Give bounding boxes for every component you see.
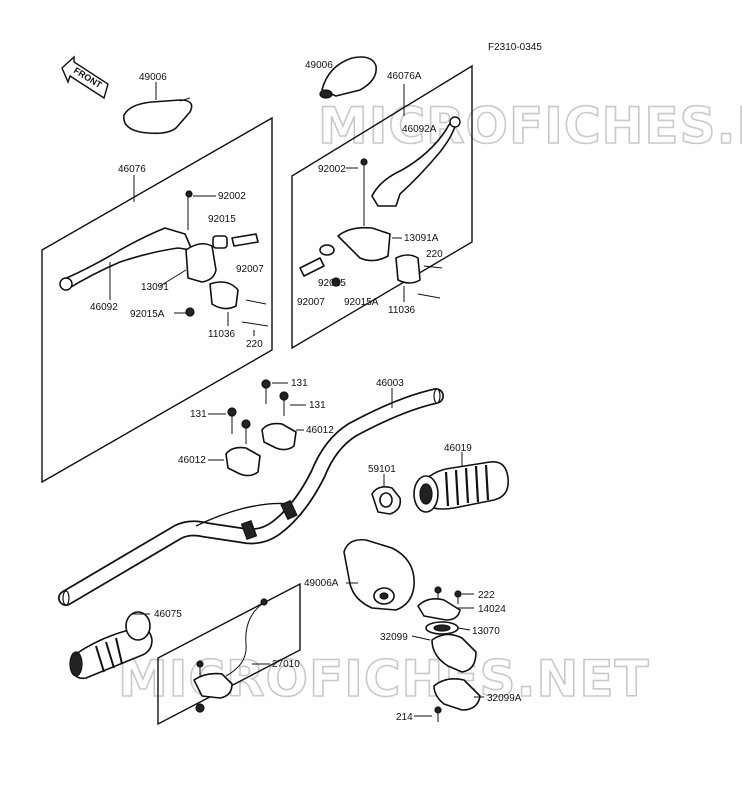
clamp-right: [299, 226, 443, 299]
label-46075: 46075: [154, 609, 182, 620]
front-arrow-icon: FRONT: [61, 55, 109, 100]
clip-59101: [371, 486, 402, 515]
watermark-top: MICROFICHES.NET: [318, 97, 742, 155]
kill-switch: [193, 598, 268, 713]
handlebar-clamp-lower: [225, 446, 261, 477]
throttle-housing: [343, 538, 415, 611]
label-214: 214: [396, 712, 413, 723]
lever-right: [371, 116, 461, 207]
label-46092: 46092: [90, 302, 118, 313]
hand-guard-left: [123, 97, 193, 135]
switch-frame: [157, 582, 301, 726]
label-131-top: 131: [291, 378, 308, 389]
label-92015-left: 92015: [208, 214, 236, 225]
bolts-131: [227, 379, 289, 444]
grip-left: [69, 611, 153, 680]
label-13070: 13070: [472, 626, 500, 637]
label-32099A: 32099A: [487, 693, 522, 704]
label-11036-right: 11036: [388, 305, 416, 316]
label-46012-right: 46012: [306, 425, 334, 436]
label-92007-right: 92007: [297, 297, 325, 308]
label-49006A: 49006A: [304, 578, 339, 589]
label-92015-right: 92015: [318, 278, 346, 289]
label-220-right: 220: [426, 249, 443, 260]
label-131-right: 131: [309, 400, 326, 411]
throttle-internals: [417, 586, 481, 722]
label-13091: 13091: [141, 282, 169, 293]
label-46003: 46003: [376, 378, 404, 389]
grip-right: [413, 461, 510, 513]
label-92015A-right: 92015A: [344, 297, 379, 308]
label-49006-right: 49006: [305, 60, 333, 71]
label-27010: 27010: [272, 659, 300, 670]
left-lever-frame: [41, 116, 273, 484]
handlebar-clamp-upper: [261, 422, 297, 451]
label-131-left: 131: [190, 409, 207, 420]
label-59101: 59101: [368, 464, 396, 475]
hand-guard-right: [319, 56, 377, 99]
label-46012-left: 46012: [178, 455, 206, 466]
label-46092A: 46092A: [402, 124, 437, 135]
clamp-left: [185, 190, 269, 327]
label-92015A-left: 92015A: [130, 309, 165, 320]
label-11036-left: 11036: [208, 329, 236, 340]
label-46076: 46076: [118, 164, 146, 175]
label-92007-left: 92007: [236, 264, 264, 275]
label-14024: 14024: [478, 604, 506, 615]
label-222: 222: [478, 590, 495, 601]
label-92002-left: 92002: [218, 191, 246, 202]
lever-left: [59, 227, 193, 291]
diagram-code: F2310-0345: [488, 42, 542, 53]
right-lever-frame: [291, 64, 473, 350]
label-46076A: 46076A: [387, 71, 422, 82]
label-49006-left: 49006: [139, 72, 167, 83]
label-13091A: 13091A: [404, 233, 439, 244]
label-32099: 32099: [380, 632, 408, 643]
handlebar: [58, 388, 444, 606]
label-220-left: 220: [246, 339, 263, 350]
label-92002-right: 92002: [318, 164, 346, 175]
label-46019: 46019: [444, 443, 472, 454]
